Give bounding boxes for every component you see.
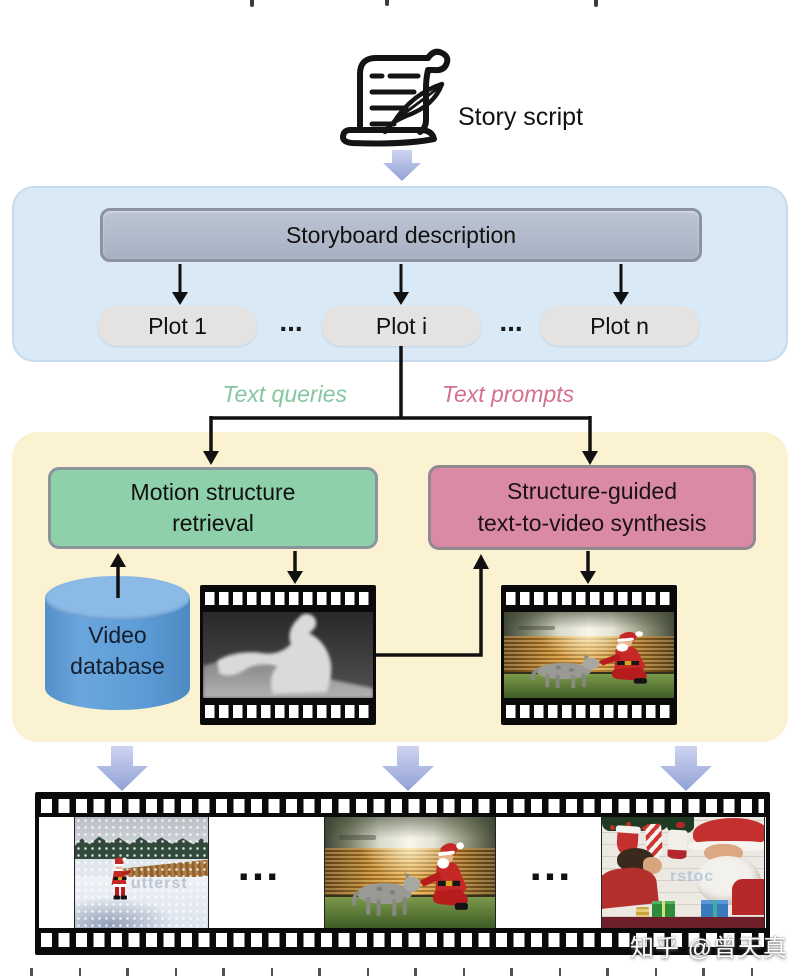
- motion-box-line1: Motion structure: [130, 478, 296, 505]
- sprocket-holes: [506, 592, 672, 605]
- plot-i-label: Plot i: [375, 312, 428, 339]
- plot-1-label: Plot 1: [148, 312, 207, 339]
- lake-scene-art: [504, 612, 674, 698]
- lake-scene-art: [325, 817, 495, 928]
- cropped-text-remnant-bottom: [30, 968, 770, 976]
- text-prompts-label: Text prompts: [442, 381, 575, 407]
- zhihu-watermark: 知乎 @曾天真: [630, 935, 789, 962]
- synthesis-box-line2: text-to-video synthesis: [477, 509, 707, 536]
- lake-santa-frame: [324, 817, 496, 928]
- synthesized-video-filmstrip: [501, 585, 677, 725]
- block-arrow-down-1: [96, 746, 148, 791]
- cylinder-top: [45, 576, 190, 620]
- plot-n-node: Plot n: [540, 306, 699, 346]
- stock-watermark: utterst: [130, 874, 188, 892]
- structure-frame-filmstrip: [200, 585, 376, 725]
- storyboard-description-box: Storyboard description: [100, 208, 702, 262]
- block-arrow-down-top: [383, 150, 421, 181]
- story-script-icon: [340, 48, 451, 147]
- snow-santa-art: [111, 857, 131, 900]
- santa-and-wolf-art: [531, 631, 648, 689]
- indoor-santa-frame: rstoc: [601, 817, 765, 928]
- plot-1-node: Plot 1: [98, 306, 257, 346]
- video-database-cylinder: Video database: [45, 576, 190, 724]
- sprocket-holes: [41, 933, 764, 947]
- sprocket-holes: [205, 705, 371, 718]
- santa-lake-frame: [504, 612, 674, 698]
- santa-and-wolf-art: [352, 841, 469, 916]
- output-ellipsis: ...: [529, 840, 573, 890]
- storyboard-description-label: Storyboard description: [285, 221, 517, 248]
- plots-ellipsis: ...: [279, 306, 303, 337]
- sprocket-holes: [506, 705, 672, 718]
- output-ellipsis: ...: [237, 840, 281, 890]
- story-script-label: Story script: [458, 103, 584, 131]
- block-arrow-down-3: [660, 746, 712, 791]
- plot-n-label: Plot n: [590, 312, 649, 339]
- output-video-filmstrip: utterst ...: [35, 792, 770, 955]
- cropped-text-remnant-top: [250, 0, 254, 7]
- video-database-label: Video database: [70, 622, 165, 680]
- synthesis-box-line1: Structure-guided: [506, 478, 678, 505]
- depth-map-frame: [203, 612, 373, 698]
- block-arrow-down-2: [382, 746, 434, 791]
- depth-map-art: [203, 612, 373, 698]
- output-frames-area: utterst ...: [39, 817, 766, 928]
- plots-ellipsis: ...: [499, 306, 523, 337]
- plot-i-node: Plot i: [322, 306, 481, 346]
- stock-watermark: rstoc: [670, 868, 715, 886]
- structure-guided-synthesis-box: Structure-guided text-to-video synthesis: [428, 465, 756, 550]
- snow-santa-frame: utterst: [74, 817, 209, 928]
- sprocket-holes: [205, 592, 371, 605]
- text-queries-label: Text queries: [222, 381, 347, 407]
- motion-box-line2: retrieval: [172, 510, 254, 536]
- motion-structure-retrieval-box: Motion structure retrieval: [48, 467, 378, 549]
- sprocket-holes: [41, 799, 764, 813]
